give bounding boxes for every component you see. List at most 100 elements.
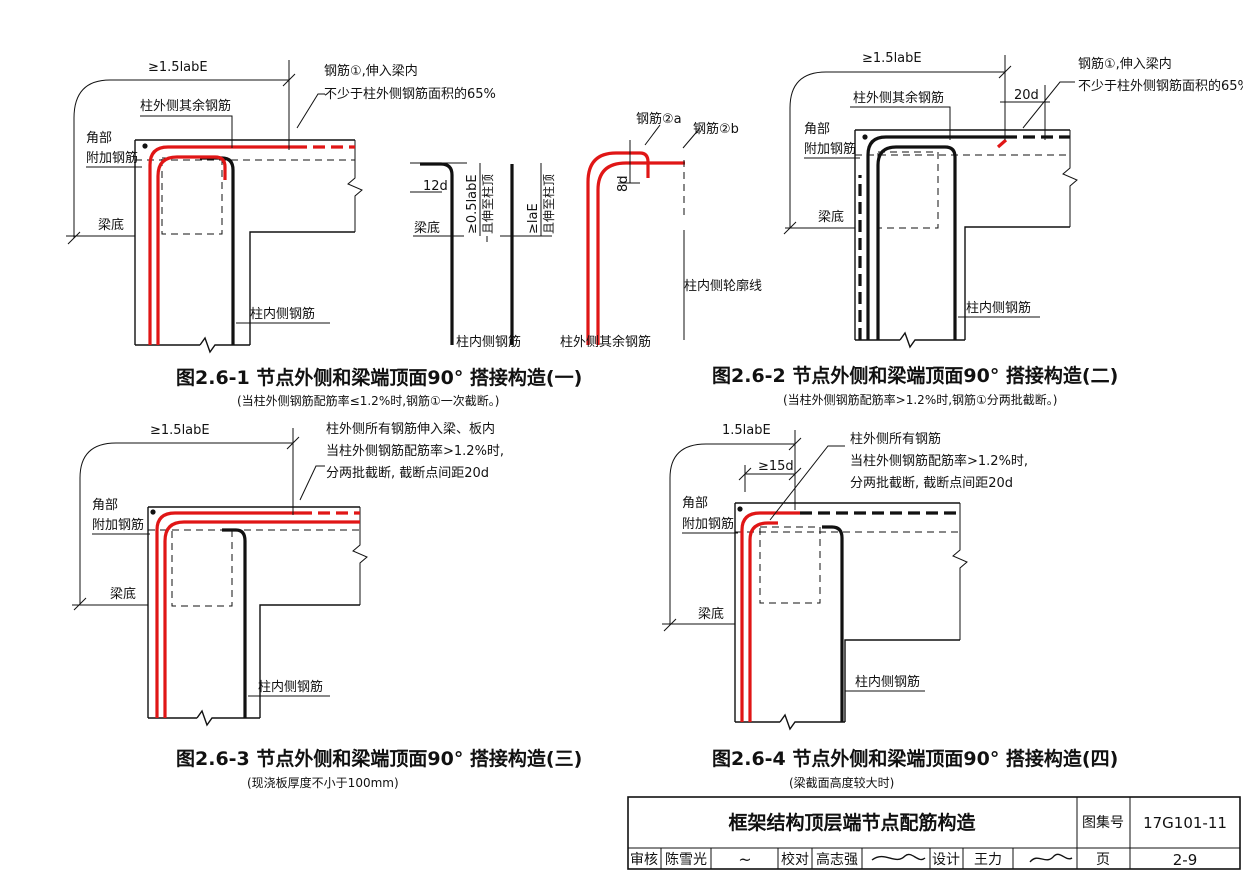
fig1-corner-bar-dot bbox=[142, 143, 148, 149]
fig1-other-leader bbox=[140, 115, 233, 148]
title-block-title: 框架结构顶层端节点配筋构造 bbox=[728, 811, 976, 834]
fig2-other-leader bbox=[850, 106, 951, 140]
detail-dim-8d-lines bbox=[618, 140, 640, 184]
fig2-callout-leader bbox=[1022, 81, 1075, 129]
bar-detail: 12d ≥0.5labE 且伸至柱顶 ≥laE 且伸至柱顶 梁底 柱内侧钢筋 8… bbox=[410, 111, 762, 350]
fig2-callout-line2: 不少于柱外侧钢筋面积的65% bbox=[1078, 78, 1243, 94]
detail-dim-05-note: 且伸至柱顶 bbox=[480, 174, 495, 234]
atlas-number: 17G101-11 bbox=[1143, 814, 1227, 832]
fig1-note: (当柱外侧钢筋配筋率≤1.2%时,钢筋①一次截断。) bbox=[237, 393, 499, 408]
fig1-break-line bbox=[347, 140, 363, 232]
fig4-dim-line bbox=[669, 430, 796, 625]
fig4-concrete-outline bbox=[734, 502, 960, 731]
fig2-bar-1 bbox=[866, 135, 1005, 340]
fig1-dim-line bbox=[73, 60, 290, 238]
detail-label-beam-bottom: 梁底 bbox=[414, 220, 440, 236]
fig4-label-inner-bars: 柱内侧钢筋 bbox=[855, 674, 920, 690]
fig1-bar-1 bbox=[148, 145, 295, 345]
detail-dim-8d: 8d bbox=[616, 175, 631, 192]
title-block: 框架结构顶层端节点配筋构造 图集号 17G101-11 审核 陈雪光 ~ 校对 … bbox=[627, 796, 1241, 870]
detail-2b-leader bbox=[682, 127, 701, 149]
fig2-corner-bar-dot bbox=[862, 134, 868, 140]
fig3-stirrup bbox=[171, 529, 233, 607]
fig3-corner-bar-dot bbox=[150, 509, 156, 515]
fig2-break-line bbox=[1062, 130, 1078, 227]
fig3-label-beam-bottom: 梁底 bbox=[110, 586, 136, 602]
page-label: 页 bbox=[1096, 852, 1110, 868]
fig3-label-corner-2: 附加钢筋 bbox=[92, 517, 144, 533]
fig3-callout-line2: 当柱外侧钢筋配筋率>1.2%时, bbox=[326, 443, 504, 459]
figure-4: 1.5labE ≥15d 柱外侧所有钢筋 当柱外侧钢筋配筋率>1.2%时, 分两… bbox=[662, 423, 1118, 790]
title-block-frame bbox=[627, 796, 1241, 870]
fig4-callout-line1: 柱外侧所有钢筋 bbox=[850, 431, 941, 447]
detail-bar-2a bbox=[586, 151, 650, 345]
fig3-break-line bbox=[352, 507, 368, 605]
fig1-callout-leader bbox=[296, 93, 325, 129]
title-block-signature-cells bbox=[660, 848, 1014, 869]
design-signature bbox=[1029, 853, 1073, 863]
fig3-dim-line bbox=[79, 428, 294, 604]
figure-1: ≥1.5labE 钢筋①,伸入梁内 不少于柱外侧钢筋面积的65% 柱外侧其余钢筋… bbox=[66, 60, 582, 408]
review-label: 审核 bbox=[630, 852, 658, 868]
fig2-dim-20d: 20d bbox=[1014, 88, 1039, 103]
fig4-caption: 图2.6-4 节点外侧和梁端顶面90° 搭接构造(四) bbox=[712, 747, 1118, 770]
title-block-grid bbox=[628, 797, 1240, 869]
detail-bar-2b bbox=[596, 161, 685, 345]
review-name: 陈雪光 bbox=[665, 851, 707, 868]
fig4-stirrup bbox=[759, 526, 821, 604]
fig3-bar-second bbox=[163, 520, 360, 718]
fig2-label-beam-bottom: 梁底 bbox=[818, 209, 844, 225]
fig3-label-corner-1: 角部 bbox=[92, 498, 118, 513]
fig1-label-corner-2: 附加钢筋 bbox=[86, 150, 138, 166]
fig4-dim-ticks bbox=[663, 437, 802, 632]
atlas-label: 图集号 bbox=[1082, 814, 1124, 831]
design-name: 王力 bbox=[974, 852, 1002, 868]
fig4-dim-top: 1.5labE bbox=[722, 423, 771, 438]
fig3-bar-outer bbox=[155, 511, 300, 718]
fig2-label-other-bars: 柱外侧其余钢筋 bbox=[853, 90, 944, 106]
fig3-callout-line1: 柱外侧所有钢筋伸入梁、板内 bbox=[326, 421, 495, 437]
fig2-note: (当柱外侧钢筋配筋率>1.2%时,钢筋①分两批截断。) bbox=[783, 392, 1057, 407]
fig2-callout-line1: 钢筋①,伸入梁内 bbox=[1078, 56, 1172, 72]
fig1-label-other-bars: 柱外侧其余钢筋 bbox=[140, 98, 231, 114]
fig4-label-corner-2: 附加钢筋 bbox=[682, 516, 734, 532]
fig4-note: (梁截面高度较大时) bbox=[789, 775, 894, 790]
fig2-inner-bar bbox=[876, 145, 957, 340]
fig1-label-inner-bars: 柱内侧钢筋 bbox=[250, 306, 315, 322]
fig1-concrete-outline bbox=[134, 139, 355, 354]
fig2-dim-top: ≥1.5labE bbox=[862, 51, 922, 66]
fig4-corner-bar-dot bbox=[737, 506, 743, 512]
fig4-break-line bbox=[952, 503, 968, 640]
fig3-dim-top: ≥1.5labE bbox=[150, 423, 210, 438]
fig2-dim-line bbox=[789, 55, 1046, 228]
fig4-inner-bar bbox=[822, 525, 844, 722]
fig3-callout-line3: 分两批截断, 截断点间距20d bbox=[326, 466, 489, 481]
fig2-label-corner-2: 附加钢筋 bbox=[804, 141, 856, 157]
fig1-caption: 图2.6-1 节点外侧和梁端顶面90° 搭接构造(一) bbox=[176, 366, 582, 389]
detail-dim-laE: ≥laE bbox=[526, 203, 541, 234]
fig4-label-beam-bottom: 梁底 bbox=[698, 606, 724, 622]
figure-3: ≥1.5labE 柱外侧所有钢筋伸入梁、板内 当柱外侧钢筋配筋率>1.2%时, … bbox=[72, 421, 582, 790]
fig4-callout-line3: 分两批截断, 截断点间距20d bbox=[850, 476, 1013, 491]
detail-label-other-bars: 柱外侧其余钢筋 bbox=[560, 334, 651, 350]
fig2-label-corner-1: 角部 bbox=[804, 122, 830, 137]
fig2-stirrup bbox=[877, 151, 939, 229]
fig3-caption: 图2.6-3 节点外侧和梁端顶面90° 搭接构造(三) bbox=[176, 747, 582, 770]
fig1-dim-ticks bbox=[67, 73, 296, 245]
fig1-callout-line2: 不少于柱外侧钢筋面积的65% bbox=[324, 86, 496, 102]
fig1-dim-top: ≥1.5labE bbox=[148, 60, 208, 75]
fig4-dim-15d: ≥15d bbox=[758, 459, 794, 474]
fig3-dim-ticks bbox=[73, 436, 300, 611]
figure-2: ≥1.5labE 20d 钢筋①,伸入梁内 不少于柱外侧钢筋面积的65% 柱外侧… bbox=[712, 51, 1243, 407]
design-label: 设计 bbox=[932, 852, 960, 868]
page-number: 2-9 bbox=[1173, 851, 1198, 869]
fig3-concrete-outline bbox=[147, 506, 360, 727]
fig3-callout-leader bbox=[299, 465, 325, 501]
review-signature: ~ bbox=[738, 850, 751, 869]
detail-label-2a: 钢筋②a bbox=[636, 111, 682, 127]
fig4-callout-line2: 当柱外侧钢筋配筋率>1.2%时, bbox=[850, 453, 1028, 469]
detail-2a-leader bbox=[644, 124, 661, 146]
detail-label-outline: 柱内侧轮廓线 bbox=[684, 278, 762, 294]
fig1-inner-bar bbox=[200, 156, 235, 345]
